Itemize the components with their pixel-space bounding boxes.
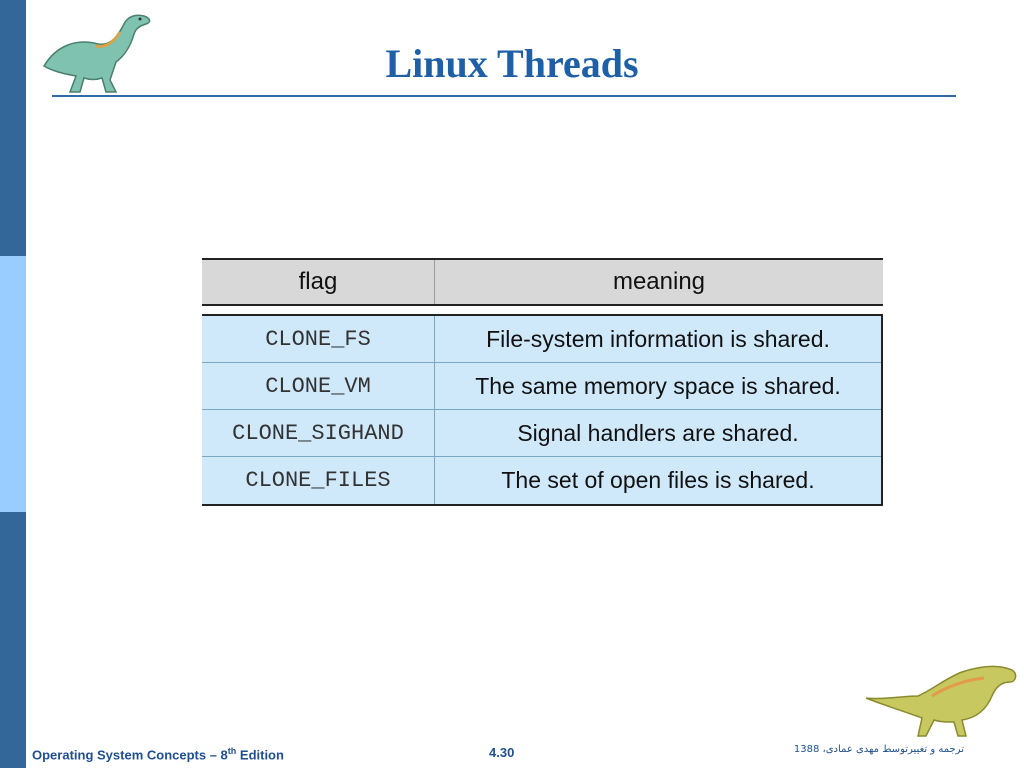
meaning-cell: The set of open files is shared. xyxy=(501,467,815,493)
table-row: CLONE_SIGHAND Signal handlers are shared… xyxy=(202,410,881,457)
table-body: CLONE_FS File-system information is shar… xyxy=(202,314,883,506)
table-row: CLONE_VM The same memory space is shared… xyxy=(202,363,881,410)
book-title: Operating System Concepts – 8th Edition xyxy=(32,746,284,763)
table-header: flag meaning xyxy=(202,258,883,306)
table-row: CLONE_FILES The set of open files is sha… xyxy=(202,457,881,504)
dinosaur-top-icon xyxy=(42,14,151,93)
dinosaur-bottom-icon xyxy=(865,665,1017,737)
page-number: 4.30 xyxy=(489,745,515,760)
flag-cell: CLONE_VM xyxy=(202,363,435,409)
clone-flags-table: flag meaning CLONE_FS File-system inform… xyxy=(202,258,883,506)
title-divider xyxy=(52,95,956,97)
translator-credit: ترجمه و تغییرتوسط مهدی عمادی، 1388 xyxy=(793,744,964,755)
flag-cell: CLONE_SIGHAND xyxy=(202,410,435,456)
header-meaning: meaning xyxy=(612,268,706,295)
meaning-cell: File-system information is shared. xyxy=(486,325,830,352)
meaning-cell: Signal handlers are shared. xyxy=(517,419,799,446)
sidebar-accent xyxy=(0,256,26,512)
meaning-cell: The same memory space is shared. xyxy=(475,372,841,399)
page-title: Linux Threads xyxy=(385,41,639,86)
header-flag: flag xyxy=(202,260,435,304)
table-row: CLONE_FS File-system information is shar… xyxy=(202,316,881,363)
flag-cell: CLONE_FILES xyxy=(202,457,435,504)
flag-cell: CLONE_FS xyxy=(202,316,435,362)
